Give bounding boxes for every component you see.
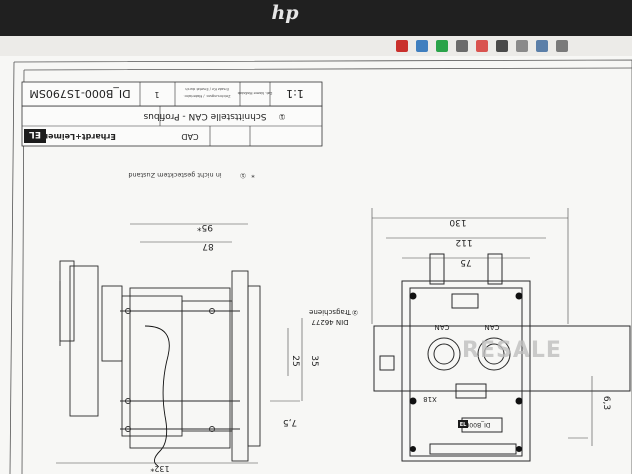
dim-87: 87 bbox=[202, 241, 213, 251]
dim-35: 35 bbox=[309, 355, 319, 366]
meta-line-2: Zeichnungsnr. / Materialnr. bbox=[184, 94, 231, 98]
dim-112: 112 bbox=[455, 237, 472, 247]
pdf-icon[interactable] bbox=[396, 40, 408, 52]
svg-text:*: * bbox=[251, 171, 255, 179]
dim-132: 132* bbox=[150, 464, 169, 473]
rail-ref: ② bbox=[352, 308, 358, 316]
chart-icon[interactable] bbox=[516, 40, 528, 52]
resale-watermark: RESALE bbox=[462, 338, 562, 363]
title-ref-marker: ① bbox=[278, 112, 285, 121]
hp-logo: hp bbox=[271, 2, 299, 24]
dim-25: 25 bbox=[290, 355, 300, 366]
cad-drawing: DI_B000-1S790SM 1:1 1 Ersatz für / Erset… bbox=[9, 59, 632, 474]
company-name: Erhardt+Leimer bbox=[44, 132, 116, 141]
company-logo: EL bbox=[24, 129, 46, 143]
meta-line-3: Dat. Name Maßstab bbox=[237, 91, 273, 95]
front-dimensions bbox=[371, 208, 593, 446]
dim-95: 95* bbox=[197, 222, 213, 232]
front-screws bbox=[409, 292, 523, 452]
dim-130: 130 bbox=[449, 217, 466, 227]
app-icon[interactable] bbox=[416, 40, 428, 52]
x18-label: X18 bbox=[423, 395, 437, 403]
title-block: DI_B000-1S790SM 1:1 1 Ersatz für / Erset… bbox=[21, 81, 323, 147]
rail-din: DIN 46277 bbox=[311, 318, 348, 326]
cloud-icon[interactable] bbox=[496, 40, 508, 52]
monitor-bezel: hp bbox=[0, 0, 632, 36]
can-label-2: CAN bbox=[485, 323, 500, 331]
cad-drawing-canvas[interactable]: DI_B000-1S790SM 1:1 1 Ersatz für / Erset… bbox=[0, 56, 632, 474]
dim-75: 75 bbox=[460, 257, 471, 267]
user-icon[interactable] bbox=[556, 40, 568, 52]
svg-text:EL: EL bbox=[460, 422, 467, 428]
rail-text: Tragschiene bbox=[309, 308, 352, 316]
side-view bbox=[59, 260, 261, 467]
svg-text:EL: EL bbox=[29, 129, 41, 139]
scale-text: 1:1 bbox=[286, 87, 304, 100]
dim-125: 125 bbox=[139, 471, 156, 474]
monitor-screen: DI_B000-1S790SM 1:1 1 Ersatz für / Erset… bbox=[0, 36, 632, 474]
model-label: DI_B000 bbox=[465, 421, 490, 428]
cad-label: CAD bbox=[181, 132, 198, 141]
tool-icon[interactable] bbox=[536, 40, 548, 52]
dim-7-5: 7,5 bbox=[283, 417, 297, 427]
mail-icon[interactable] bbox=[476, 40, 488, 52]
note: in nicht gestecktem Zustand ① * bbox=[128, 171, 254, 179]
drawing-title: Schnittstelle CAN - Profibus bbox=[143, 111, 266, 121]
globe-icon[interactable] bbox=[436, 40, 448, 52]
svg-text:in nicht gestecktem Zustand: in nicht gestecktem Zustand bbox=[128, 171, 221, 179]
svg-text:①: ① bbox=[240, 171, 246, 179]
revision-text: 1 bbox=[154, 90, 159, 99]
drawing-number: DI_B000-1S790SM bbox=[29, 87, 130, 100]
meta-line-1: Ersatz für / Ersetzt durch bbox=[185, 87, 229, 91]
front-view bbox=[373, 253, 631, 462]
dim-6-3: 6,3 bbox=[601, 396, 611, 410]
side-dimensions bbox=[56, 223, 303, 464]
can-label-1: CAN bbox=[435, 323, 450, 331]
settings-icon[interactable] bbox=[456, 40, 468, 52]
nameplate-logo: EL bbox=[458, 420, 468, 428]
taskbar bbox=[0, 36, 632, 57]
